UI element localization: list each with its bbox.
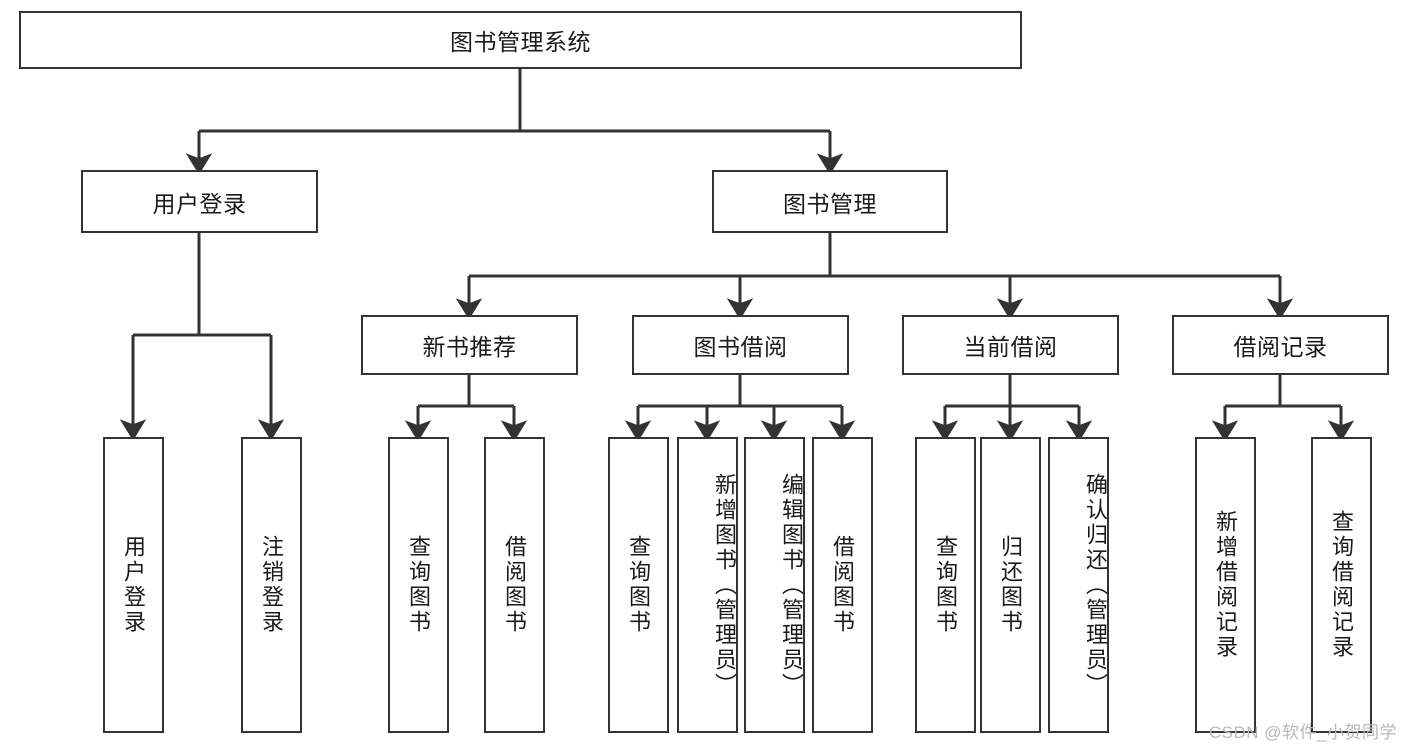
- leaf-borrow-add-book-admin[interactable]: 新增图书（管理员）: [677, 437, 738, 733]
- leaf-recommend-query-book[interactable]: 查询图书: [388, 437, 449, 733]
- leaf-borrow-query-book[interactable]: 查询图书: [608, 437, 669, 733]
- watermark-text: CSDN @软件_小贺同学: [1208, 723, 1397, 742]
- leaf-label: 确认归还（管理员）: [1083, 472, 1108, 698]
- leaf-label: 用户登录: [121, 535, 147, 635]
- node-user-login[interactable]: 用户登录: [81, 170, 318, 233]
- node-root[interactable]: 图书管理系统: [19, 11, 1022, 69]
- leaf-record-add-record[interactable]: 新增借阅记录: [1195, 437, 1256, 733]
- leaf-borrow-edit-book-admin[interactable]: 编辑图书（管理员）: [744, 437, 805, 733]
- leaf-label: 查询图书: [626, 535, 652, 635]
- leaf-label: 编辑图书（管理员）: [779, 472, 804, 698]
- node-new-book-recommend[interactable]: 新书推荐: [361, 315, 578, 375]
- node-borrow-record[interactable]: 借阅记录: [1172, 315, 1389, 375]
- node-book-borrow[interactable]: 图书借阅: [632, 315, 849, 375]
- leaf-borrow-borrow-book[interactable]: 借阅图书: [812, 437, 873, 733]
- leaf-current-return-book[interactable]: 归还图书: [980, 437, 1041, 733]
- leaf-label: 新增借阅记录: [1213, 510, 1239, 660]
- leaf-label: 查询借阅记录: [1329, 510, 1355, 660]
- leaf-record-query-record[interactable]: 查询借阅记录: [1311, 437, 1372, 733]
- leaf-label: 新增图书（管理员）: [712, 472, 737, 698]
- node-book-management[interactable]: 图书管理: [712, 170, 948, 233]
- leaf-current-query-book[interactable]: 查询图书: [915, 437, 976, 733]
- leaf-label: 借阅图书: [502, 535, 528, 635]
- leaf-label: 查询图书: [933, 535, 959, 635]
- leaf-label: 注销登录: [259, 535, 285, 635]
- leaf-user-login-signin[interactable]: 用户登录: [103, 437, 164, 733]
- leaf-label: 归还图书: [998, 535, 1024, 635]
- leaf-user-login-signout[interactable]: 注销登录: [241, 437, 302, 733]
- leaf-label: 查询图书: [406, 535, 432, 635]
- leaf-recommend-borrow-book[interactable]: 借阅图书: [484, 437, 545, 733]
- leaf-current-confirm-return-admin[interactable]: 确认归还（管理员）: [1048, 437, 1109, 733]
- leaf-label: 借阅图书: [830, 535, 856, 635]
- node-current-borrow[interactable]: 当前借阅: [902, 315, 1119, 375]
